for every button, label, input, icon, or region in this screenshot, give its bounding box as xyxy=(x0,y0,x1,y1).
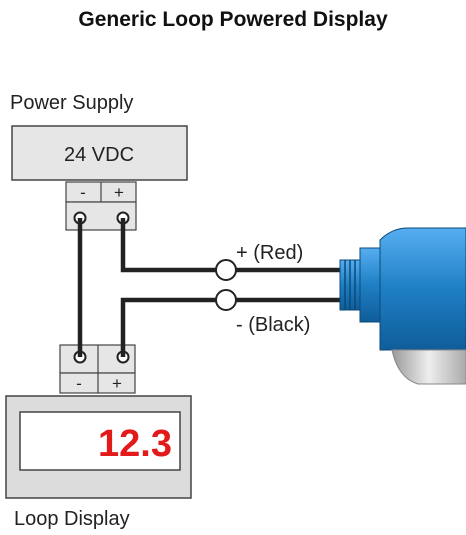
sensor-body xyxy=(379,227,466,351)
sensor-lens xyxy=(391,349,466,385)
power-supply-label: Power Supply xyxy=(10,92,134,114)
diagram-title: Generic Loop Powered Display xyxy=(78,8,388,31)
wire-positive-label: + (Red) xyxy=(236,242,303,264)
loop-display-minus-label: - xyxy=(76,374,82,393)
wire-negative-label: - (Black) xyxy=(236,314,310,336)
loop-display-reading: 12.3 xyxy=(98,423,172,465)
power-supply-voltage: 24 VDC xyxy=(64,144,134,166)
power-supply-minus-label: - xyxy=(80,183,86,202)
sensor-threads xyxy=(339,259,363,311)
power-supply-plus-label: + xyxy=(114,183,124,202)
connector-positive xyxy=(215,259,237,281)
wire-negative-black xyxy=(120,297,216,357)
sensor-device xyxy=(339,227,466,385)
loop-display-plus-label: + xyxy=(112,374,122,393)
power-supply-box xyxy=(11,125,188,181)
loop-display-screen xyxy=(19,411,181,471)
connector-negative xyxy=(215,289,237,311)
loop-display-label: Loop Display xyxy=(14,508,130,530)
sensor-nut xyxy=(359,247,381,323)
wire-positive-red xyxy=(120,218,216,273)
